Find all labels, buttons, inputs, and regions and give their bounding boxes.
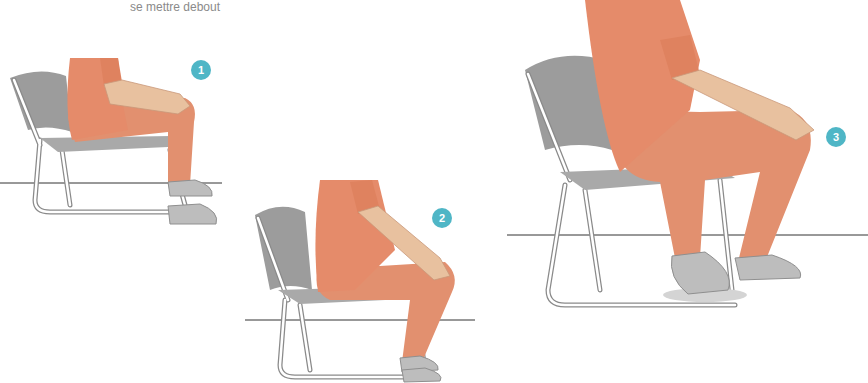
chair-back [255,207,312,290]
title-text: se mettre debout [130,0,220,14]
panel-leaning [245,180,475,382]
arm [672,70,814,140]
torso [585,0,700,172]
arm [104,80,190,114]
panel-seated [0,58,222,224]
panel-rising [507,0,868,305]
callout-number: 2 [432,208,452,228]
floor-line [245,320,475,321]
torso [315,180,395,292]
shoe [168,204,217,224]
callout-number: 1 [191,60,211,80]
shoe [168,180,212,196]
chair-seat [40,136,190,152]
chair-back [10,71,72,132]
shoe [402,368,441,382]
callout-number: 3 [826,127,846,147]
shoe [671,252,729,294]
shoe [735,255,801,280]
